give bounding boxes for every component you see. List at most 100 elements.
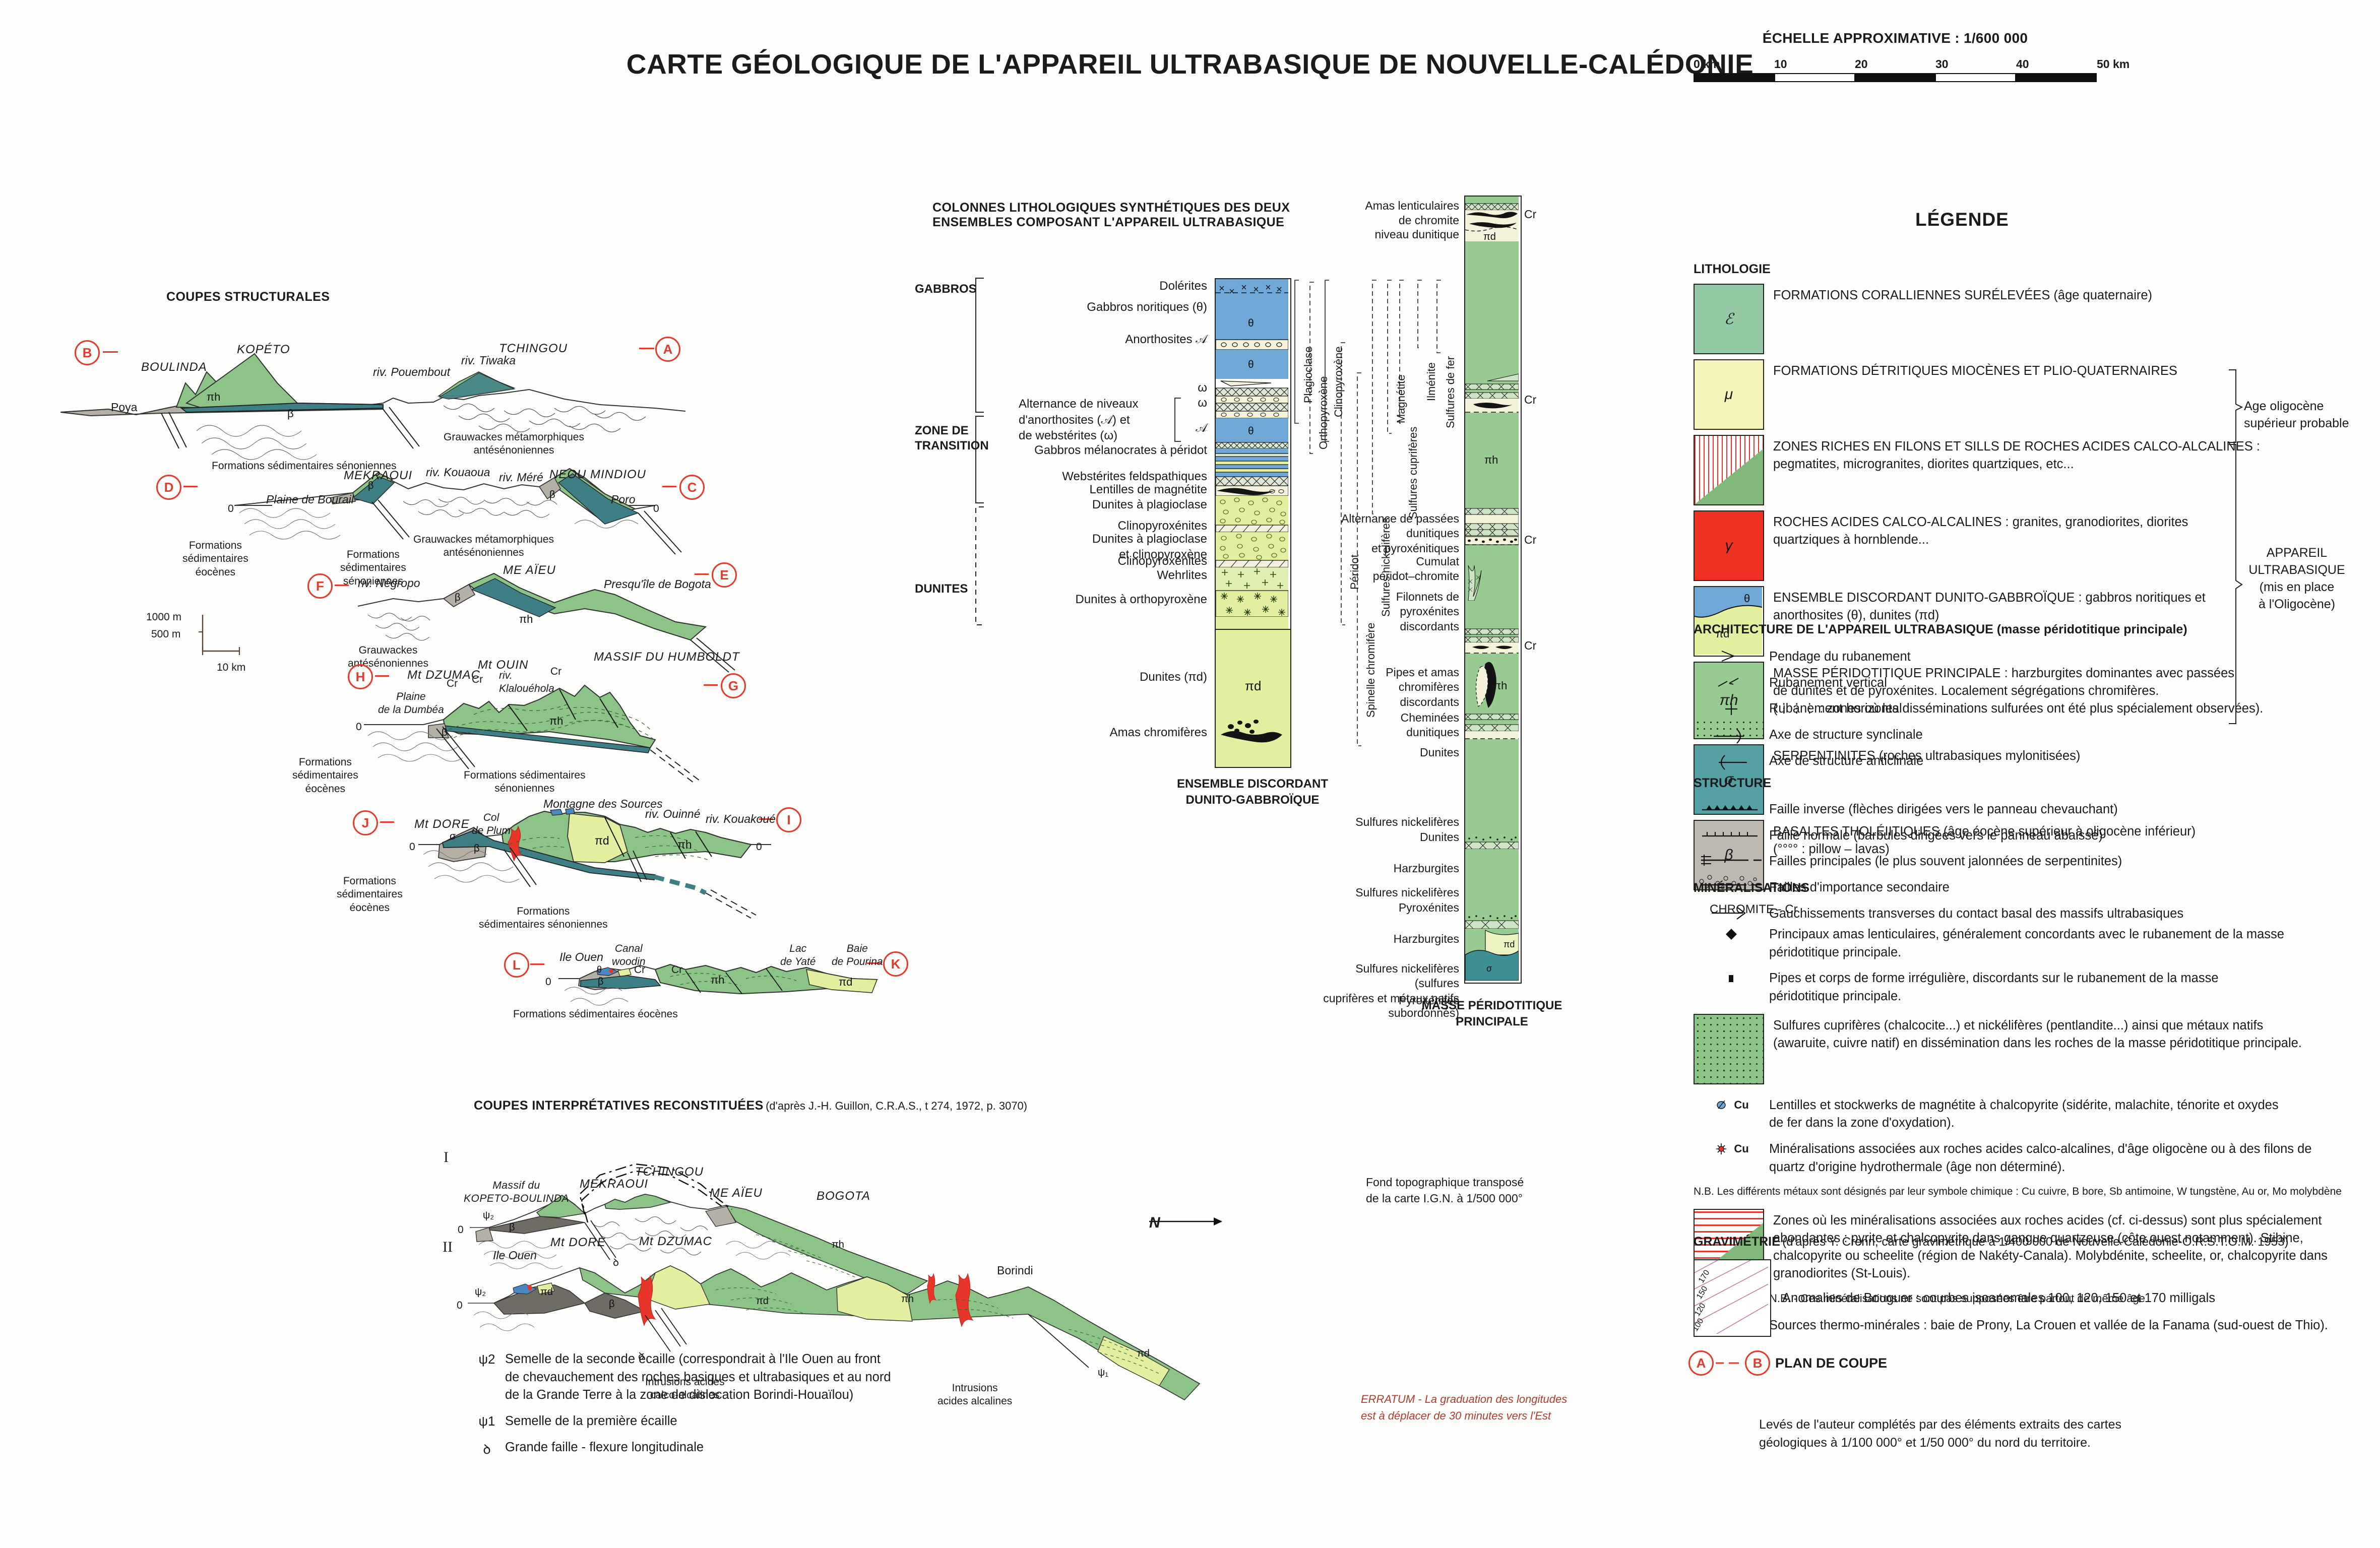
rc-label-pyroxenites-2: Pyroxénites — [1398, 994, 1459, 1007]
mineral-item-acides-cu[interactable]: Cu Minéralisations associées aux roches … — [1694, 1140, 2369, 1176]
litho-label-lentilles-magnetite: Lentilles de magnétite — [1089, 483, 1207, 496]
structure-item-warping[interactable]: Gauchissements transverses du contact ba… — [1694, 905, 2369, 923]
svg-text:θ: θ — [1248, 425, 1254, 437]
section-marker-D[interactable]: D — [156, 475, 181, 500]
gravimetry-thumbnail: 170 150 120 100 — [1694, 1259, 1771, 1337]
svg-text:σ: σ — [450, 831, 456, 842]
legend-item-dunito-gabbroique[interactable]: θ πd ENSEMBLE DISCORDANT DUNITO-GABBROÏQ… — [1694, 586, 2369, 657]
section-marker-E[interactable]: E — [712, 562, 737, 588]
datum-label-DC-left: 0 — [228, 503, 234, 514]
psi2-icon: ψ2 — [478, 1351, 495, 1367]
mineral-item-amas[interactable]: Principaux amas lenticulaires, généralem… — [1694, 926, 2369, 961]
place-label-bourail: Plaine de Bourail — [266, 493, 354, 506]
rc-label-sulf-nickel-1: Sulfures nickelifères — [1355, 815, 1459, 828]
legend-item-basaltes[interactable]: β BASALTES THOLÉIITIQUES (âge éocène sup… — [1694, 820, 2369, 890]
svg-text:ψ₂: ψ₂ — [475, 1286, 486, 1298]
plan-de-coupe-row[interactable]: A B PLAN DE COUPE — [1688, 1350, 1887, 1376]
gravimetry-header: GRAVIMÉTRIE — [1694, 1235, 1780, 1249]
river-label-pouembout: riv. Pouembout — [373, 365, 450, 378]
plus-icon — [1694, 700, 1769, 717]
mineral-item-pipes[interactable]: Pipes et corps de forme irrégulière, dis… — [1694, 970, 2369, 1005]
legend-item-roches-acides[interactable]: γ ROCHES ACIDES CALCO-ALCALINES : granit… — [1694, 510, 2369, 581]
legend-item-detritiques[interactable]: μ FORMATIONS DÉTRITIQUES MIOCÈNES ET PLI… — [1694, 359, 2369, 430]
section-marker-B[interactable]: B — [75, 340, 100, 365]
scale-title: ÉCHELLE APPROXIMATIVE : 1/600 000 — [1762, 30, 2028, 46]
architecture-item-dip[interactable]: Pendage du rubanement — [1694, 648, 2369, 666]
place-label-mekraoui-2: MEKRAOUI — [580, 1177, 649, 1191]
place-label-me-aieu: ME AÏEU — [503, 563, 556, 577]
cr-mark-lk-2: Cr — [671, 964, 683, 976]
svg-text:πd: πd — [1483, 231, 1496, 242]
legend-text-basaltes: BASALTES THOLÉIITIQUES (âge éocène supér… — [1773, 824, 2196, 857]
river-label-kouaoua: riv. Kouaoua — [426, 466, 490, 479]
brace-oligocene — [2229, 369, 2243, 443]
section-marker-A[interactable]: A — [655, 337, 680, 362]
litho-label-anorthosites: Anorthosites 𝒜 — [1125, 333, 1207, 346]
svg-text:πd: πd — [839, 976, 852, 988]
alternance-brace — [1174, 398, 1181, 442]
section-marker-G[interactable]: G — [721, 673, 746, 698]
section-marker-J[interactable]: J — [353, 810, 378, 835]
place-label-tchingou: TCHINGOU — [499, 342, 568, 355]
square-icon — [1694, 970, 1769, 986]
interpretive-I-drawing: ψ₂ β πh ꝺ — [470, 1163, 928, 1295]
plan-marker-A[interactable]: A — [1688, 1350, 1714, 1376]
mineral-text-amas: Principaux amas lenticulaires, généralem… — [1769, 927, 2284, 959]
architecture-item-horizontal[interactable]: Rubanement horizontal — [1694, 700, 2369, 718]
mineral-item-acid-zones[interactable]: Zones où les minéralisations associées a… — [1694, 1208, 2369, 1283]
section-marker-K[interactable]: K — [883, 951, 908, 977]
structure-item-minor[interactable]: Failles d'importance secondaire — [1694, 879, 2369, 897]
structure-item-reverse[interactable]: Faille inverse (flèches dirigées vers le… — [1694, 801, 2369, 819]
mineral-text-sulfures: Sulfures cuprifères (chalcocite...) et n… — [1773, 1018, 2302, 1050]
swatch-serpentinites: σ — [1694, 744, 1764, 815]
architecture-item-anticline[interactable]: Axe de structure anticlinale — [1694, 752, 2369, 770]
svg-text:θ: θ — [1248, 359, 1254, 370]
section-marker-H[interactable]: H — [348, 664, 373, 689]
mineral-text-magnetite-cu: Lentilles et stockwerks de magnétite à c… — [1769, 1098, 2279, 1130]
architecture-text-dip: Pendage du rubanement — [1769, 650, 1911, 664]
mineral-item-sulfures[interactable]: Sulfures cuprifères (chalcocite...) et n… — [1694, 1013, 2369, 1084]
legend-item-peridotitique[interactable]: πh MASSE PÉRIDOTITIQUE PRINCIPALE : harz… — [1694, 662, 2369, 739]
architecture-item-vertical[interactable]: Rubanement vertical — [1694, 674, 2369, 692]
scale-bar-block: ÉCHELLE APPROXIMATIVE : 1/600 000 0 km 1… — [1694, 30, 2130, 89]
svg-text:πh: πh — [677, 838, 692, 851]
legend-item-serpentinites[interactable]: σ SERPENTINITES (roches ultrabasiques my… — [1694, 744, 2369, 815]
legend-item-coralliennes[interactable]: ℰ FORMATIONS CORALLIENNES SURÉLEVÉES (âg… — [1694, 284, 2369, 354]
plan-marker-B[interactable]: B — [1745, 1350, 1770, 1376]
section-marker-I[interactable]: I — [776, 807, 801, 832]
structure-text-major: Failles principales (le plus souvent jal… — [1769, 854, 2122, 869]
interpretive-title: COUPES INTERPRÉTATIVES RECONSTITUÉES — [474, 1099, 764, 1113]
structure-item-major[interactable]: Failles principales (le plus souvent jal… — [1694, 853, 2369, 871]
svg-text:ψ₁: ψ₁ — [1098, 1367, 1108, 1378]
litho-label-dunites-pd: Dunites (πd) — [1140, 670, 1207, 684]
place-label-mekraoui: MEKRAOUI — [344, 469, 413, 482]
group-label-gabbros: GABBROS — [915, 282, 977, 296]
river-label-negropo: riv. Négropo — [358, 576, 420, 590]
mineral-item-magnetite-cu[interactable]: Cu Lentilles et stockwerks de magnétite … — [1694, 1096, 2369, 1132]
river-label-tiwaka: riv. Tiwaka — [461, 354, 516, 367]
cross-section-LK-drawing: πh πd β θ — [558, 963, 879, 1006]
structure-item-normal[interactable]: Faille normale (barbules dirigées vers l… — [1694, 827, 2369, 845]
svg-text:β: β — [609, 1299, 615, 1310]
legend-item-zones-filons[interactable]: ZONES RICHES EN FILONS ET SILLS DE ROCHE… — [1694, 435, 2369, 505]
svg-text:β: β — [455, 592, 461, 603]
architecture-item-syncline[interactable]: Axe de structure synclinale — [1694, 726, 2369, 744]
architecture-text-horizontal: Rubanement horizontal — [1769, 701, 1902, 716]
section-marker-C[interactable]: C — [679, 475, 705, 500]
cr-mark-r-1: Cr — [1524, 208, 1537, 221]
scale-bar: 0 km 10 20 30 40 50 km — [1694, 57, 2130, 89]
svg-text:100: 100 — [1695, 1317, 1706, 1333]
section-marker-F[interactable]: F — [307, 573, 333, 599]
legend-text-detritiques: FORMATIONS DÉTRITIQUES MIOCÈNES ET PLIO-… — [1773, 364, 2177, 378]
legend-text-roches-acides: ROCHES ACIDES CALCO-ALCALINES : granites… — [1773, 515, 2188, 547]
svg-text:πd: πd — [1504, 939, 1515, 949]
section-marker-L[interactable]: L — [504, 952, 529, 978]
